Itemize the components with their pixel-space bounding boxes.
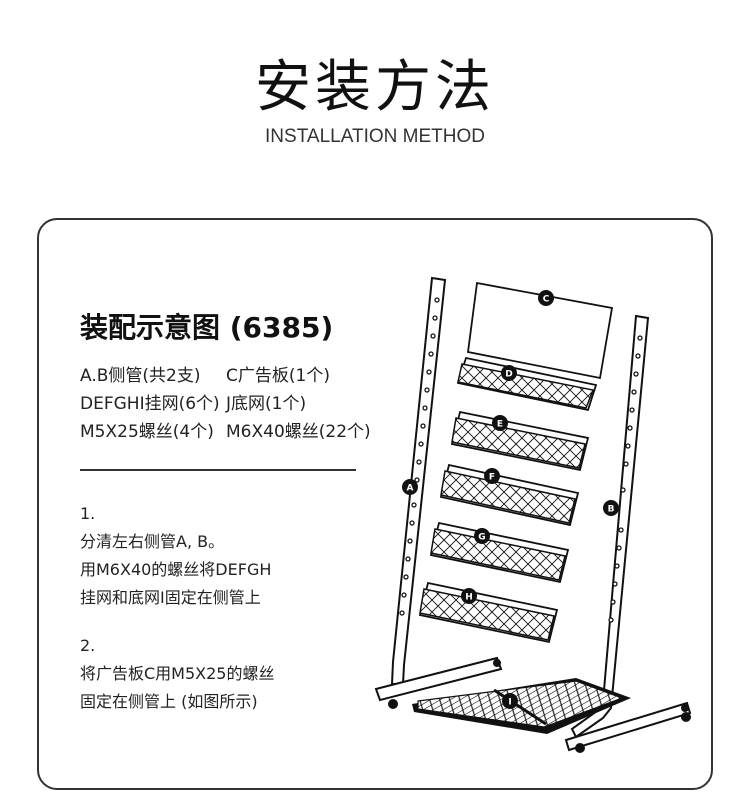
page-subtitle: INSTALLATION METHOD xyxy=(265,126,485,147)
parts-row: M5X25螺丝(4个) M6X40螺丝(22个) xyxy=(80,418,371,446)
label-b: B xyxy=(608,505,615,515)
label-c: C xyxy=(543,295,550,305)
part-item: M5X25螺丝(4个) xyxy=(80,422,214,442)
part-item: DEFGHI挂网(6个) xyxy=(80,394,220,414)
label-a: A xyxy=(407,484,414,494)
step-line: 将广告板C用M5X25的螺丝 xyxy=(80,664,275,683)
basket-e xyxy=(450,410,590,472)
side-tube-b xyxy=(570,314,650,739)
section-divider xyxy=(80,469,356,471)
step-line: 用M6X40的螺丝将DEFGH xyxy=(80,560,272,579)
basket-d xyxy=(456,356,598,412)
assembly-heading: 装配示意图 (6385) xyxy=(80,311,334,344)
parts-list: A.B侧管(共2支) C广告板(1个) DEFGHI挂网(6个) J底网(1个)… xyxy=(80,362,371,446)
part-item: C广告板(1个) xyxy=(226,366,330,386)
left-foot xyxy=(374,656,503,709)
assembly-panel xyxy=(37,218,713,790)
parts-row: DEFGHI挂网(6个) J底网(1个) xyxy=(80,390,371,418)
basket-g xyxy=(429,521,570,584)
step-number: 1. xyxy=(80,504,96,523)
basket-f xyxy=(439,463,580,527)
label-d: D xyxy=(505,370,512,380)
step-line: 分清左右侧管A, B。 xyxy=(80,532,225,551)
bottom-mesh-i xyxy=(412,678,631,734)
right-foot xyxy=(564,701,692,753)
label-f: F xyxy=(489,473,495,483)
label-e: E xyxy=(497,420,503,430)
side-tube-a xyxy=(390,276,447,685)
parts-row: A.B侧管(共2支) C广告板(1个) xyxy=(80,362,371,390)
steps-list: 1. 分清左右侧管A, B。 用M6X40的螺丝将DEFGH 挂网和底网I固定在… xyxy=(80,500,274,716)
step-number: 2. xyxy=(80,636,96,655)
part-labels: C D E F G H I A B xyxy=(402,290,619,709)
label-h: H xyxy=(465,593,473,603)
part-item: M6X40螺丝(22个) xyxy=(226,422,371,442)
ad-board-c xyxy=(466,281,614,380)
page-title: 安装方法 xyxy=(255,55,495,120)
part-item: J底网(1个) xyxy=(226,394,307,414)
part-item: A.B侧管(共2支) xyxy=(80,366,201,386)
label-i: I xyxy=(508,698,511,708)
label-g: G xyxy=(478,533,485,543)
basket-h xyxy=(418,581,559,644)
step-line: 固定在侧管上 (如图所示) xyxy=(80,692,258,711)
step-line: 挂网和底网I固定在侧管上 xyxy=(80,588,261,607)
